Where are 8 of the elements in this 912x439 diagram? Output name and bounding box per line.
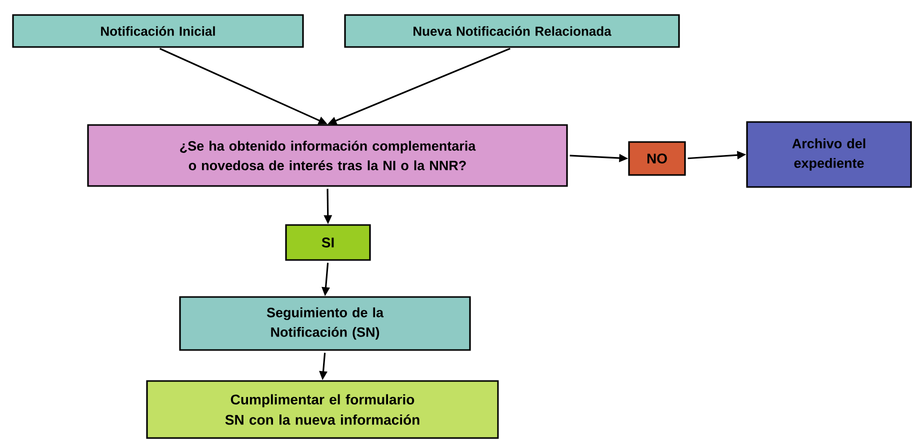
process-box: Notificación Inicial (12, 14, 304, 48)
process-box: ¿Se ha obtenido información complementaria o novedosa de interés tras la NI o la NNR? (87, 124, 568, 187)
process-box: Archivo del expediente (746, 121, 912, 188)
process-box: Cumplimentar el formulario SN con la nueva información (146, 380, 499, 439)
process-box: NO (628, 141, 686, 176)
process-box: Nueva Notificación Relacionada (344, 14, 680, 48)
process-box: SI (285, 224, 371, 261)
process-box: Seguimiento de la Notificación (SN) (179, 296, 471, 351)
